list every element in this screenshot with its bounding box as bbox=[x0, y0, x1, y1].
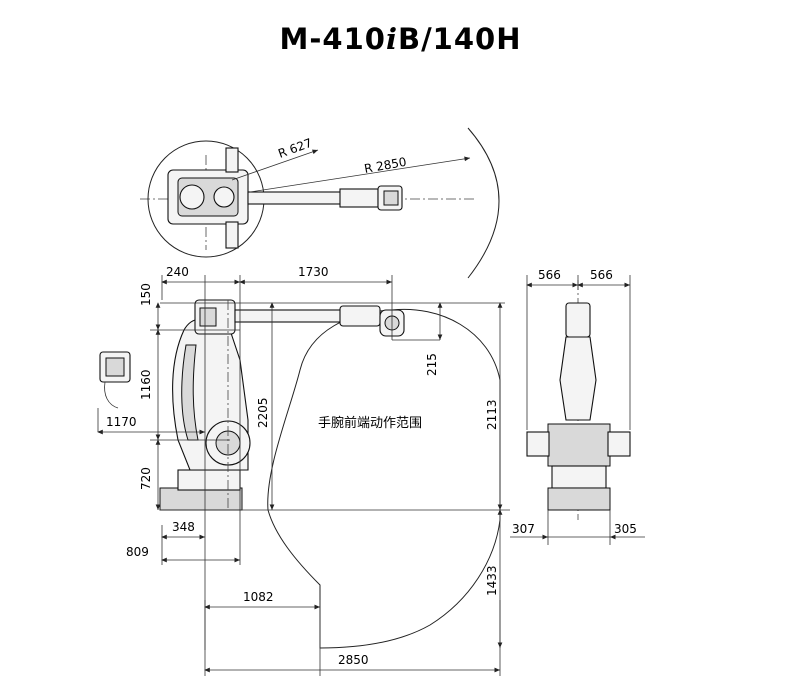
dim-809: 809 bbox=[126, 545, 149, 559]
r2850-label: R 2850 bbox=[363, 155, 407, 176]
dim-1730: 1730 bbox=[298, 265, 329, 279]
dim-1170: 1170 bbox=[106, 415, 137, 429]
r627-label: R 627 bbox=[276, 136, 314, 161]
dim-150: 150 bbox=[139, 283, 153, 306]
diagram-title: M-410iB/140H bbox=[279, 22, 522, 56]
dim-2850: 2850 bbox=[338, 653, 369, 667]
side-view: 手腕前端动作范围 240 1 bbox=[97, 265, 510, 676]
dim-215: 215 bbox=[425, 353, 439, 376]
dim-1160: 1160 bbox=[139, 369, 153, 400]
front-dim-305: 305 bbox=[614, 522, 637, 536]
dim-240: 240 bbox=[166, 265, 189, 279]
dim-1082: 1082 bbox=[243, 590, 274, 604]
dim-2113: 2113 bbox=[485, 399, 499, 430]
wrist-work-envelope bbox=[267, 308, 501, 649]
r2850-arc bbox=[467, 127, 500, 279]
dim-720: 720 bbox=[139, 467, 153, 490]
front-dim-566-right: 566 bbox=[590, 268, 613, 282]
robot-base bbox=[159, 487, 243, 511]
dim-348: 348 bbox=[172, 520, 195, 534]
dim-2205: 2205 bbox=[256, 397, 270, 428]
front-view: 566 566 307 305 bbox=[510, 268, 645, 545]
front-dim-566-left: 566 bbox=[538, 268, 561, 282]
work-area-label: 手腕前端动作范围 bbox=[318, 415, 422, 431]
front-dim-307: 307 bbox=[512, 522, 535, 536]
top-view: R 627 R 2850 bbox=[140, 127, 500, 279]
dim-1433: 1433 bbox=[485, 565, 499, 596]
